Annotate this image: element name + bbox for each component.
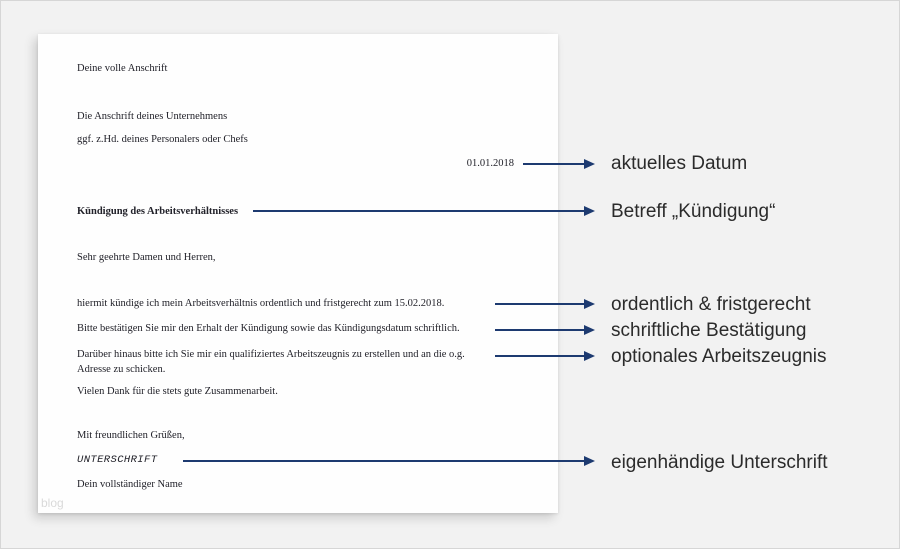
arrow-to-confirmation-paragraph: [495, 325, 595, 335]
arrow-to-date: [523, 159, 595, 169]
letter-closing: Mit freundlichen Grüßen,: [77, 430, 185, 441]
arrow-to-subject: [253, 206, 595, 216]
letter-paragraph-reference: Darüber hinaus bitte ich Sie mir ein qua…: [77, 349, 465, 375]
letter-document: Deine volle Anschrift Die Anschrift dein…: [38, 34, 558, 513]
arrowhead-icon: [584, 351, 595, 361]
arrow-shaft: [253, 210, 584, 212]
blog-watermark: blog: [41, 496, 64, 510]
letter-company-attention: ggf. z.Hd. deines Personalers oder Chefs: [77, 134, 248, 145]
arrow-shaft: [523, 163, 584, 165]
letter-signature-placeholder: UNTERSCHRIFT: [77, 454, 158, 466]
annotation-label-signature: eigenhändige Unterschrift: [611, 452, 828, 473]
annotation-label-termination: ordentlich & fristgerecht: [611, 294, 811, 315]
letter-salutation: Sehr geehrte Damen und Herren,: [77, 252, 216, 263]
arrowhead-icon: [584, 299, 595, 309]
arrow-shaft: [495, 329, 584, 331]
annotation-label-subject: Betreff „Kündigung“: [611, 201, 776, 222]
letter-paragraph-termination: hiermit kündige ich mein Arbeitsverhältn…: [77, 298, 445, 309]
letter-subject-line: Kündigung des Arbeitsverhältnisses: [77, 206, 239, 217]
arrowhead-icon: [584, 325, 595, 335]
arrow-to-reference-paragraph: [495, 351, 595, 361]
letter-paragraph-confirmation: Bitte bestätigen Sie mir den Erhalt der …: [77, 323, 460, 334]
arrowhead-icon: [584, 206, 595, 216]
letter-name-placeholder: Dein vollständiger Name: [77, 479, 183, 490]
arrow-to-termination-paragraph: [495, 299, 595, 309]
arrowhead-icon: [584, 456, 595, 466]
annotation-label-confirmation: schriftliche Bestätigung: [611, 320, 807, 341]
annotation-label-reference: optionales Arbeitszeugnis: [611, 346, 827, 367]
letter-company-address: Die Anschrift deines Unternehmens: [77, 111, 228, 122]
letter-paragraph-thanks: Vielen Dank für die stets gute Zusammena…: [77, 386, 278, 397]
annotation-label-date: aktuelles Datum: [611, 153, 748, 174]
letter-sender-address: Deine volle Anschrift: [77, 63, 168, 74]
arrowhead-icon: [584, 159, 595, 169]
arrow-shaft: [183, 460, 584, 462]
arrow-to-signature: [183, 456, 595, 466]
arrow-shaft: [495, 303, 584, 305]
letter-date: 01.01.2018: [466, 158, 514, 169]
arrow-shaft: [495, 355, 584, 357]
